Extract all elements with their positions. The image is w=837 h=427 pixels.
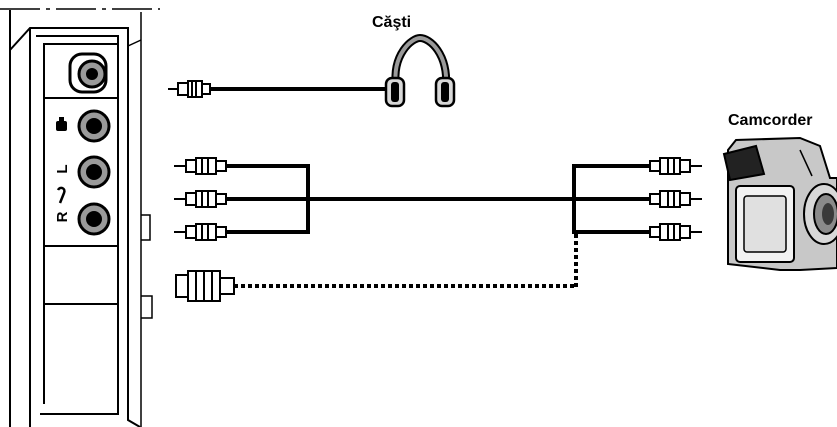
headphone-plug bbox=[168, 80, 211, 98]
headphones-icon bbox=[384, 33, 456, 108]
right-cable-bundle bbox=[572, 164, 650, 234]
panel-headphone-jack bbox=[68, 52, 108, 94]
tv-side-panel bbox=[0, 8, 160, 427]
panel-audio-left-jack bbox=[77, 155, 111, 189]
rca-plug-audio-l-right bbox=[649, 190, 702, 208]
panel-audio-right-jack bbox=[77, 202, 111, 236]
left-cable-bundle bbox=[226, 164, 310, 234]
camcorder-label: Camcorder bbox=[728, 112, 813, 129]
video-camera-symbol-icon bbox=[56, 117, 67, 131]
svideo-cable-dotted bbox=[234, 234, 578, 288]
rca-plug-audio-r-left bbox=[174, 223, 227, 241]
left-channel-label: L bbox=[54, 164, 71, 174]
rca-plug-audio-l-left bbox=[174, 190, 227, 208]
rca-plug-video-right bbox=[649, 157, 702, 175]
audio-symbol-icon bbox=[56, 186, 66, 204]
panel-video-jack bbox=[77, 109, 111, 143]
rca-plug-audio-r-right bbox=[649, 223, 702, 241]
rca-plug-video-left bbox=[174, 157, 227, 175]
headphones-label: Căşti bbox=[372, 14, 412, 31]
right-channel-label: R bbox=[54, 211, 71, 223]
camcorder-icon bbox=[722, 136, 837, 271]
svideo-plug bbox=[175, 270, 235, 302]
